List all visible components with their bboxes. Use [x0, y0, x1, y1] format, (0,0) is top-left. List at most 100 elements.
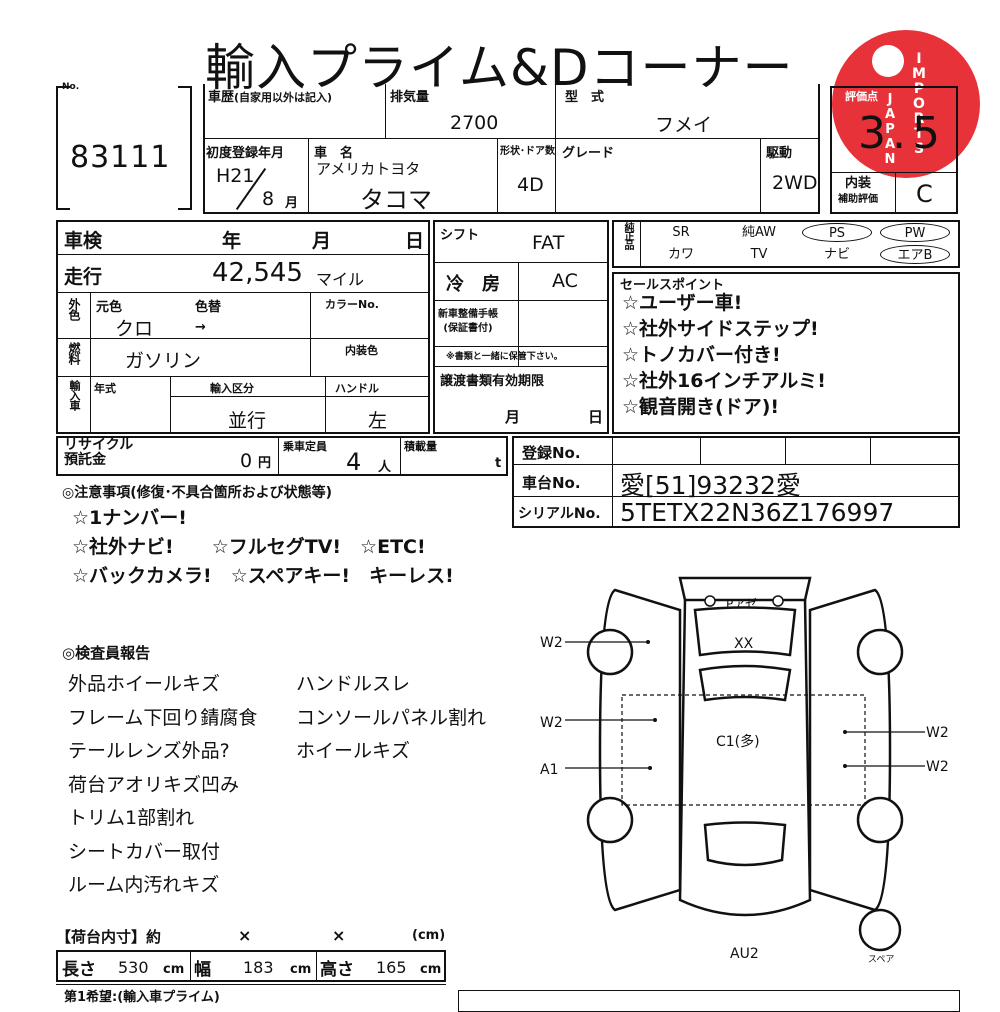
first-reg-era: H21 — [216, 165, 255, 187]
sales-point: ☆観音開き(ドア)! — [622, 396, 780, 418]
ac-value: AC — [552, 270, 578, 292]
history-label: 車歴(自家用以外は記入) — [208, 90, 333, 105]
color-code-label: カラーNo. — [325, 298, 379, 311]
first-reg-month: 8 — [262, 188, 275, 210]
import-label: 輸入車 — [68, 380, 81, 410]
footer-box-right — [458, 990, 960, 1012]
inspection-day: 日 — [405, 230, 425, 252]
doors-value: 4D — [517, 174, 544, 196]
color-arrow: → — [195, 320, 206, 335]
lot-bracket — [56, 86, 70, 210]
logo-letter: M — [912, 66, 926, 82]
bed-h-label: 高さ — [320, 960, 354, 980]
equipment-item: PS — [802, 223, 872, 242]
car-name-label: 車 名 — [314, 146, 354, 161]
equipment-item: カワ — [667, 247, 694, 262]
label-w2-right-2: W2 — [926, 759, 949, 775]
mileage-label: 走行 — [64, 266, 103, 288]
logo-dot — [872, 45, 904, 77]
equipment-item: SR — [672, 225, 690, 240]
import-class-label: 輸入区分 — [210, 382, 254, 395]
logo-letter: I — [916, 51, 922, 67]
inspector-item: トリム1部割れ — [68, 807, 195, 829]
car-name: タコマ — [360, 186, 432, 214]
logo-side-letter: N — [884, 152, 896, 167]
sales-box — [612, 272, 960, 434]
sales-points: ☆ユーザー車!☆社外サイドステップ!☆トノカバー付き!☆社外16インチアルミ!☆… — [622, 290, 826, 420]
shift-label: シフト — [440, 228, 480, 243]
footer-box — [56, 984, 446, 1005]
sales-label: セールスポイント — [620, 278, 725, 293]
equipment-item: ナビ — [823, 247, 850, 262]
bed-x2: × — [332, 926, 346, 945]
equipment-grid — [612, 220, 960, 268]
notes-label: ◎注意事項(修復･不具合箇所および状態等) — [62, 485, 333, 501]
inspector-item: 荷台アオリキズ凹み — [68, 773, 240, 796]
notes-lines: ☆1ナンバー!☆社外ナビ! ☆フルセグTV! ☆ETC!☆バックカメラ! ☆スペ… — [72, 504, 454, 591]
mileage-unit: マイル — [316, 270, 365, 289]
recycle-label: リサイクル預託金 — [64, 437, 134, 468]
label-c1: C1(多) — [716, 733, 760, 750]
bed-label: 【荷台内寸】約 — [56, 928, 162, 946]
doors-label: 形状･ドア数 — [500, 146, 555, 157]
transfer-label: 譲渡書類有効期限 — [440, 374, 545, 389]
logo-letter: P — [913, 81, 925, 97]
inspector-col2: ハンドルスレコンソールパネル割れホイールキズ — [296, 668, 486, 769]
logo-letter: T — [914, 126, 924, 142]
logo-letter: R — [913, 111, 925, 127]
car-maker: アメリカトヨタ — [316, 160, 421, 178]
bed-unit: (cm) — [412, 928, 446, 943]
serial-label: シリアルNo. — [518, 506, 601, 522]
bed-h-cm: cm — [420, 962, 442, 977]
logo-side-letter: A — [884, 107, 896, 122]
recycle-value: 0 — [240, 450, 253, 472]
equipment-item: PW — [880, 223, 950, 242]
warranty-note: ※書類と一緒に保管下さい。 — [446, 352, 563, 362]
load-label: 積載量 — [404, 440, 437, 453]
interior-eval-value: C — [916, 180, 933, 208]
inspector-item: ハンドルスレ — [296, 673, 411, 695]
import-class: 並行 — [228, 410, 267, 432]
inspector-item: ルーム内汚れキズ — [68, 874, 220, 896]
warranty-label: 新車整備手帳(保証書付) — [438, 309, 498, 334]
note-line: ☆バックカメラ! ☆スペアキー! キーレス! — [72, 565, 454, 587]
imports-logo — [832, 30, 980, 178]
chassis-label: 車台No. — [522, 474, 581, 492]
grade-label: グレード — [562, 146, 615, 161]
import-year-label: 年式 — [94, 382, 116, 395]
capacity-label: 乗車定員 — [283, 440, 327, 453]
inspector-item: シートカバー取付 — [68, 840, 221, 863]
label-w2-front-left: W2 — [540, 635, 563, 651]
score-box — [830, 86, 958, 214]
sales-point: ☆社外サイドステップ! — [622, 318, 819, 340]
sales-point: ☆社外16インチアルミ! — [622, 370, 826, 392]
chassis-value: 愛[51]93232愛 — [620, 471, 801, 500]
shift-value: FAT — [532, 232, 565, 254]
note-line: ☆1ナンバー! — [72, 507, 187, 529]
logo-side-letter: P — [885, 122, 895, 137]
label-xx: XX — [734, 636, 754, 652]
registration-grid — [512, 436, 960, 528]
interior-eval-label: 内装補助評価 — [838, 176, 878, 205]
inspection-year: 年 — [222, 230, 242, 252]
fuel-label: 燃料 — [67, 342, 81, 364]
model-value: フメイ — [655, 114, 713, 136]
transfer-day: 日 — [588, 408, 604, 426]
registration-label: 登録No. — [522, 444, 581, 462]
lot-bracket-right — [178, 86, 192, 210]
equipment-item: エアB — [880, 245, 950, 264]
handle-value: 左 — [368, 410, 388, 432]
displacement-value: 2700 — [450, 112, 499, 134]
score-value: 3.5 — [858, 108, 946, 159]
bed-w: 183 — [243, 958, 274, 977]
label-w2-mid-left: W2 — [540, 715, 563, 731]
lot-number: 83111 — [70, 140, 171, 175]
bed-grid — [56, 950, 446, 982]
spec-grid — [56, 220, 430, 434]
inspection-month: 月 — [312, 230, 332, 252]
sales-point: ☆ユーザー車! — [622, 292, 743, 314]
label-au2: AU2 — [730, 946, 759, 962]
logo-side-letter: J — [887, 92, 893, 107]
page-title: 輸入プライム&Dコーナー — [205, 39, 794, 97]
